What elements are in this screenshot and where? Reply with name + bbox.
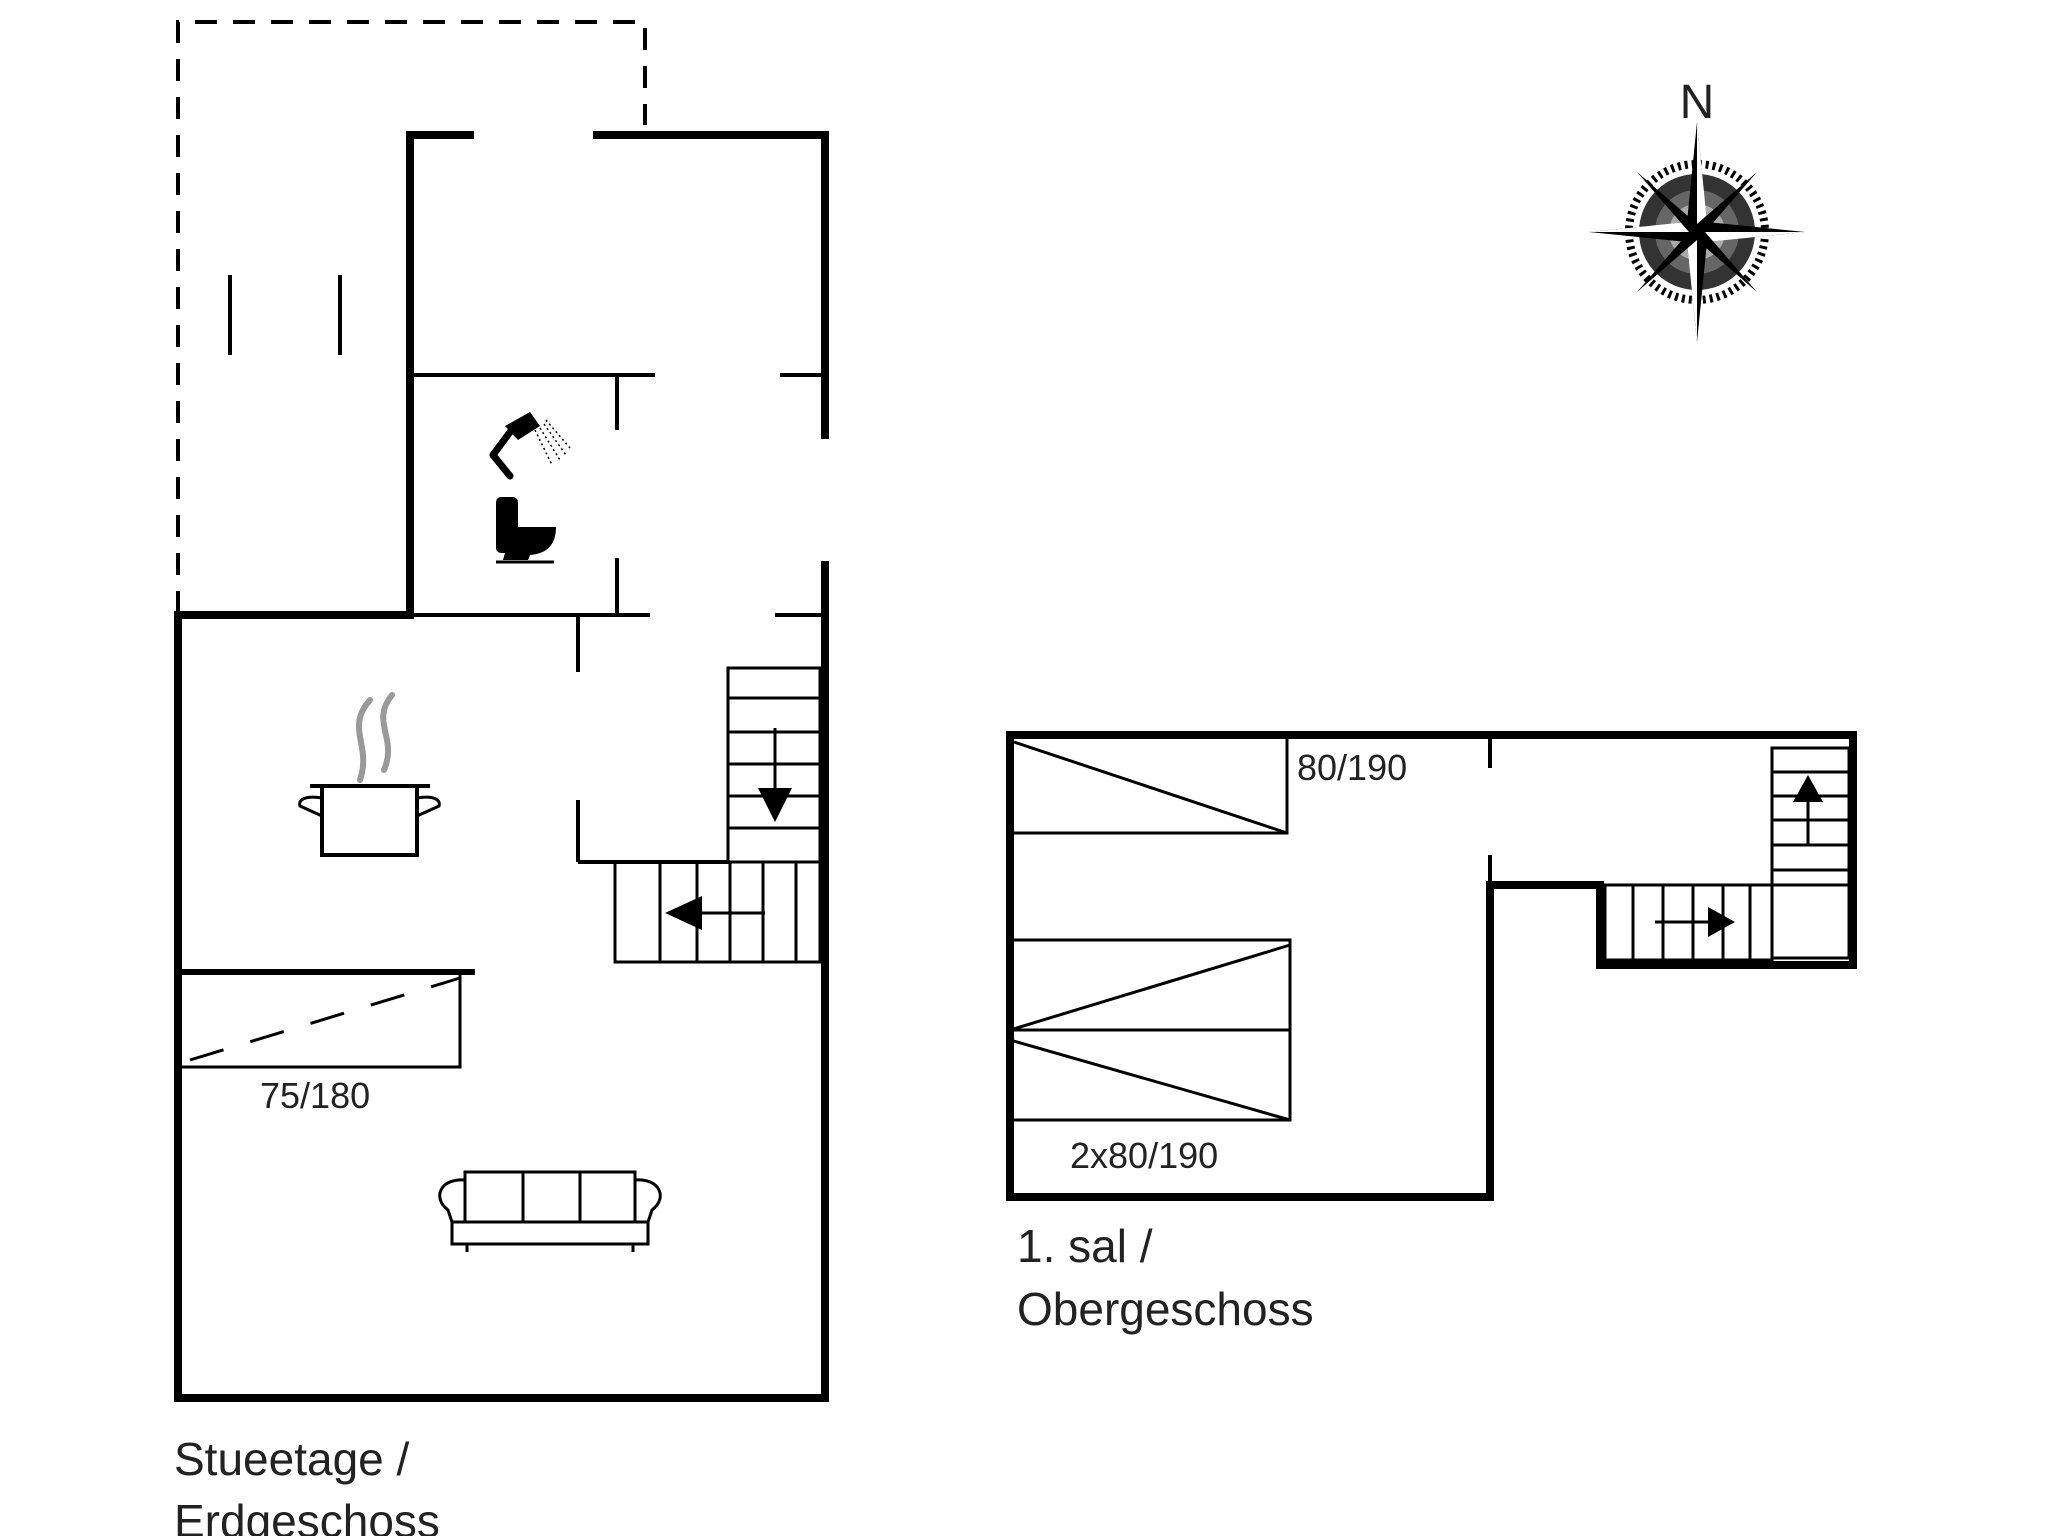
bed-size-label: 2x80/190 xyxy=(1070,1135,1218,1176)
compass-north-label: N xyxy=(1680,76,1715,129)
ground-floor-subtitle: Erdgeschoss xyxy=(174,1495,440,1536)
upper-floor-walls xyxy=(1006,731,1857,1201)
ground-floor-plan xyxy=(174,20,829,1402)
ground-floor-staircase xyxy=(613,666,822,964)
ground-floor-walls xyxy=(174,131,829,1402)
toilet-icon xyxy=(496,497,556,564)
compass-rose-icon xyxy=(1589,122,1805,342)
shower-icon xyxy=(489,412,571,480)
upper-floor-plan xyxy=(1006,731,1857,1201)
ground-floor-title: Stueetage / xyxy=(174,1433,410,1485)
twin-beds-upper xyxy=(1008,938,1292,1122)
upper-floor-title: 1. sal / xyxy=(1017,1220,1153,1272)
terrace-outline xyxy=(176,20,647,613)
cooking-pot-icon xyxy=(298,692,441,857)
single-bed-upper xyxy=(1010,735,1289,835)
bed-size-label: 75/180 xyxy=(260,1075,370,1116)
upper-floor-subtitle: Obergeschoss xyxy=(1017,1283,1314,1335)
sofa-icon xyxy=(438,1170,662,1252)
upper-floor-staircase xyxy=(1603,746,1851,962)
single-bed xyxy=(178,969,475,1069)
stairs-up-arrow-icon xyxy=(1655,775,1823,937)
stairs-down-arrow-icon xyxy=(665,728,792,930)
bed-size-label: 80/190 xyxy=(1297,747,1407,788)
